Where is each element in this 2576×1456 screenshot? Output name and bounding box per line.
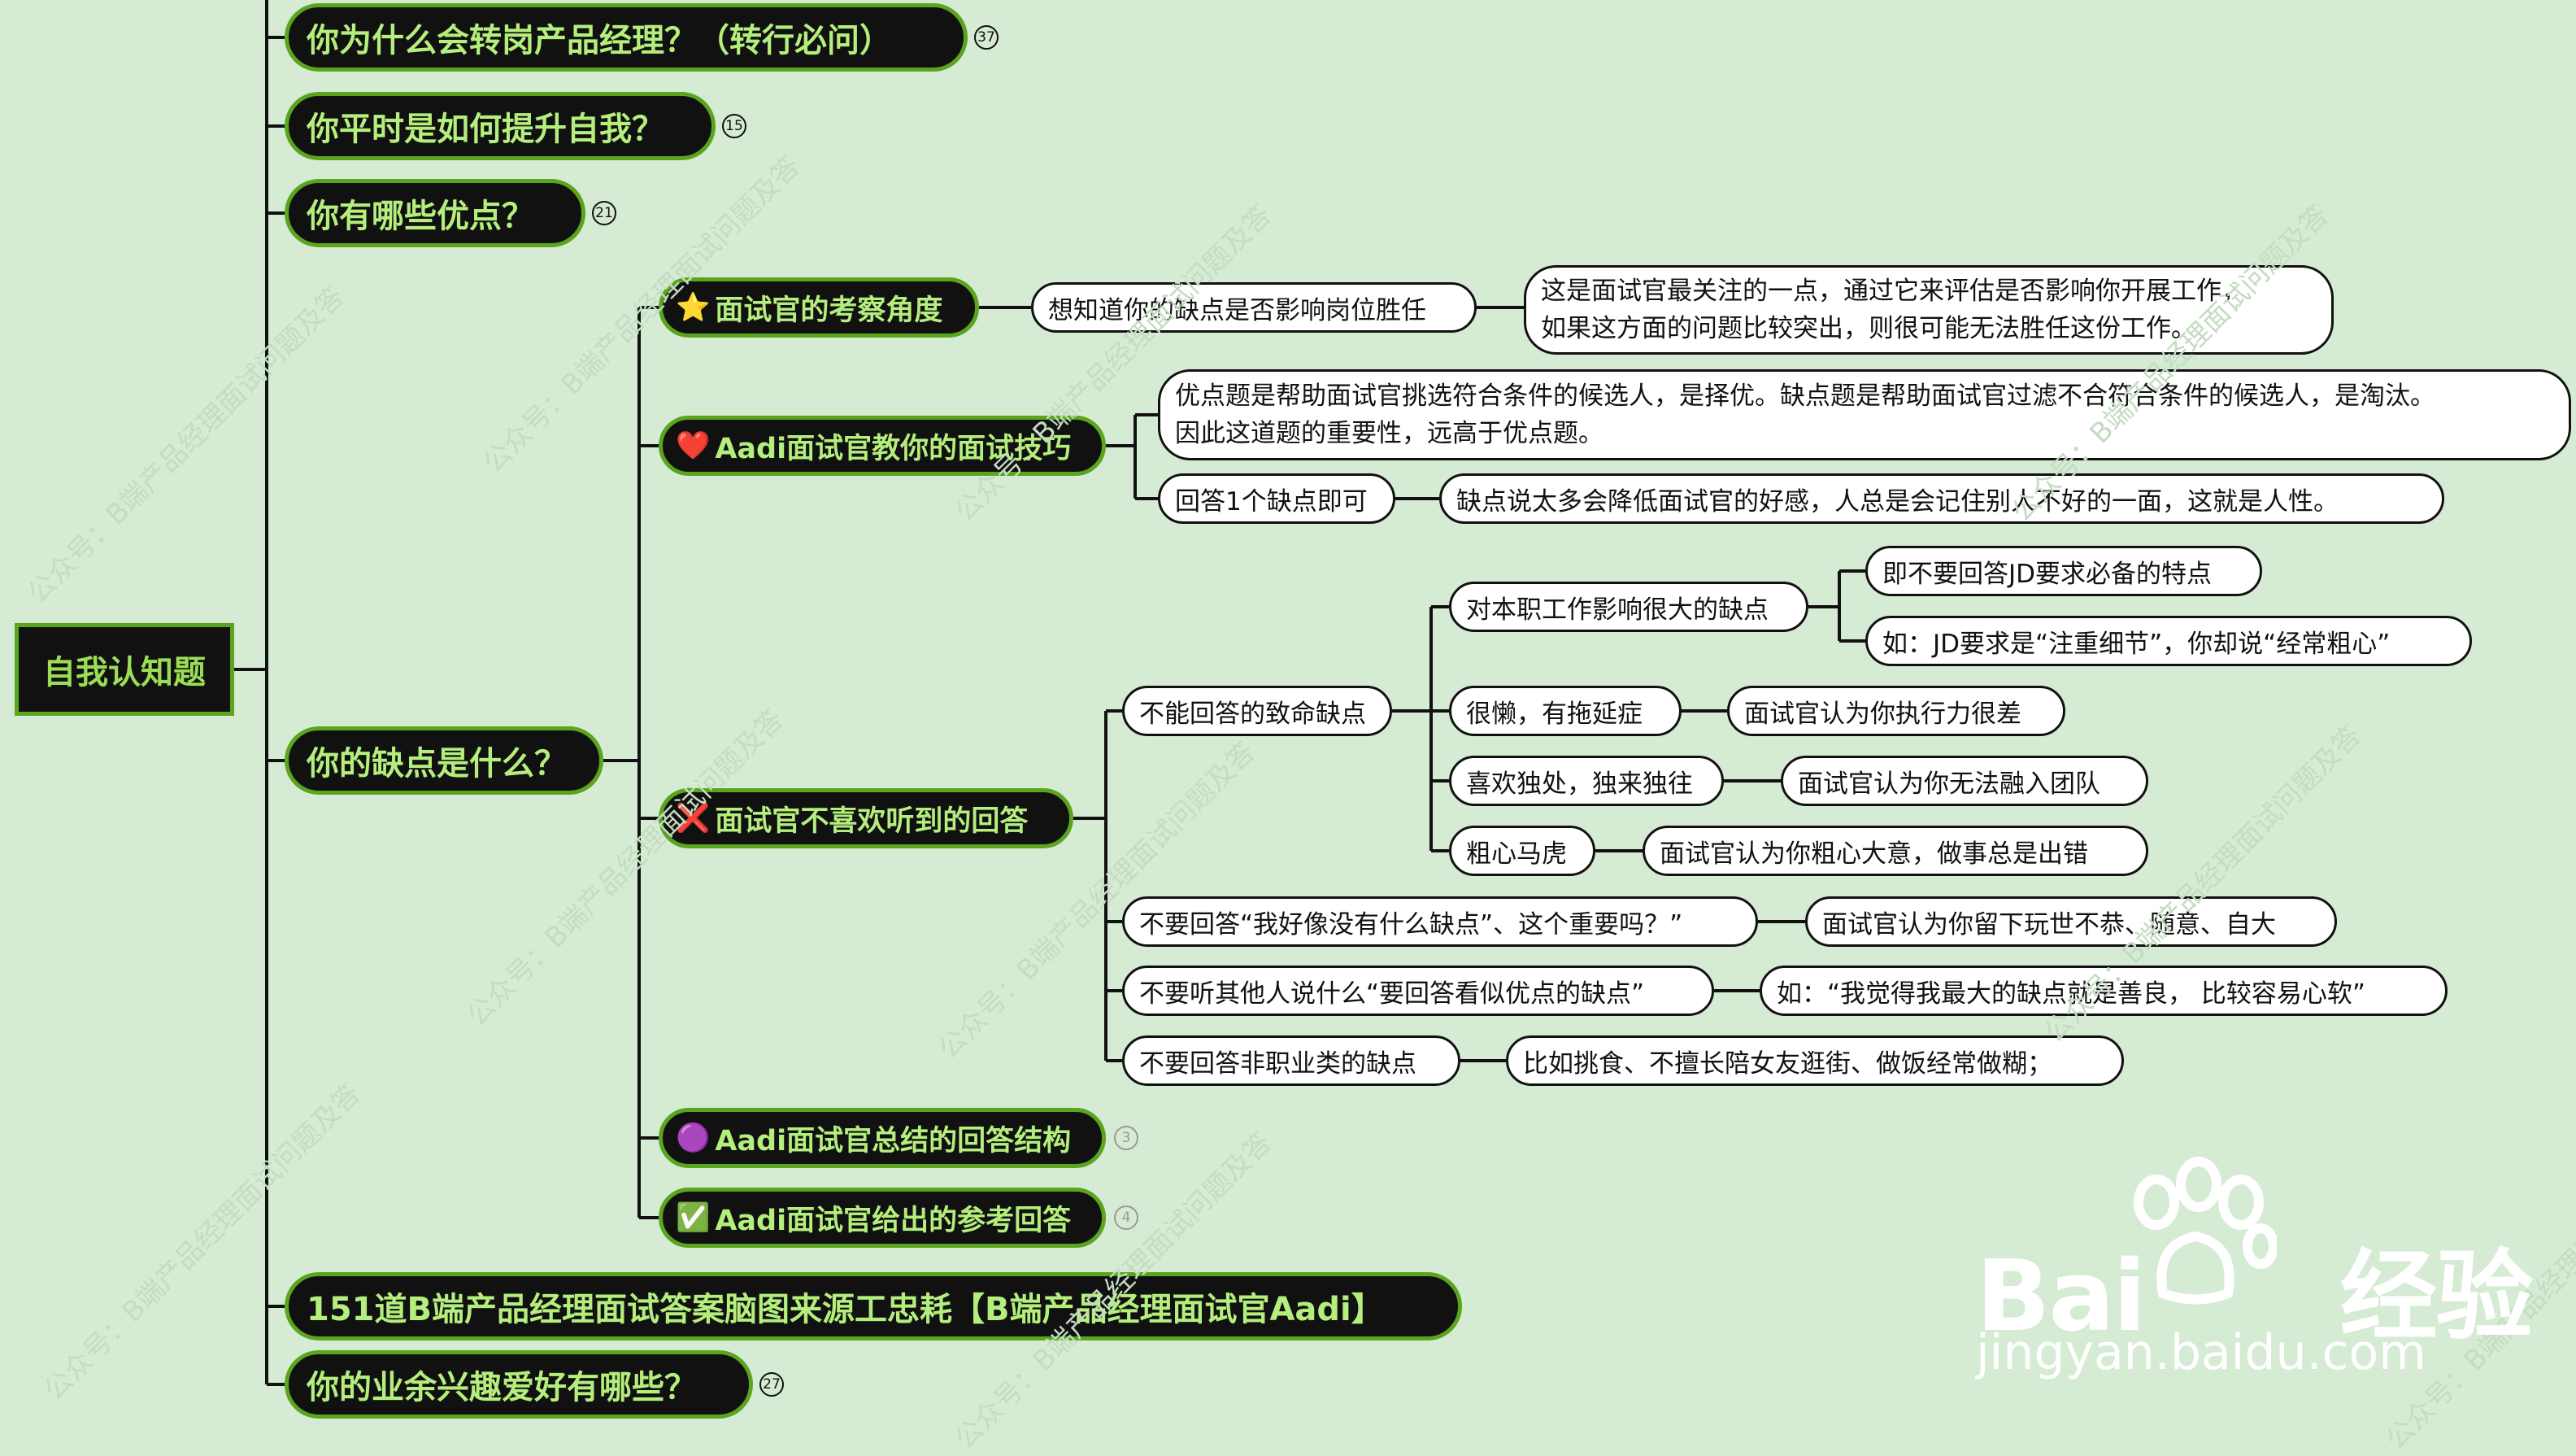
star-icon: ⭐ [676, 291, 711, 324]
count-badge-self-improve[interactable]: 15 [722, 114, 746, 138]
branch-source-label: 151道B端产品经理面试答案脑图来源工忠耗【B端产品经理面试官Aadi】 [307, 1291, 1384, 1328]
purple-circle-icon: 🟣 [676, 1122, 711, 1154]
branch-strengths[interactable]: 你有哪些优点？ [285, 179, 585, 247]
branch-why-pm[interactable]: 你为什么会转岗产品经理？（转行必问） [285, 3, 968, 72]
branch-source[interactable]: 151道B端产品经理面试答案脑图来源工忠耗【B端产品经理面试官Aadi】 [285, 1272, 1462, 1340]
angle-detail-line2: 如果这方面的问题比较突出，则很可能无法胜任这份工作。 [1541, 314, 2196, 343]
node-interview-tips-label: Aadi面试官教你的面试技巧 [715, 432, 1072, 465]
branch-strengths-label: 你有哪些优点？ [307, 198, 534, 235]
node-interview-tips[interactable]: ❤️Aadi面试官教你的面试技巧 [659, 416, 1106, 476]
branch-weakness[interactable]: 你的缺点是什么？ [285, 726, 603, 795]
node-disliked-answers-label: 面试官不喜欢听到的回答 [715, 804, 1029, 838]
fatal-careless-label: 粗心马虎 [1466, 839, 1567, 869]
node-answer-structure[interactable]: 🟣Aadi面试官总结的回答结构 [659, 1108, 1106, 1168]
tips-one-weakness[interactable]: 回答1个缺点即可 [1158, 473, 1395, 524]
root-node[interactable]: 自我认知题 [15, 623, 234, 716]
paw-logo-icon [2134, 1157, 2277, 1305]
node-reference-answer-label: Aadi面试官给出的参考回答 [715, 1204, 1072, 1237]
count-badge-strengths[interactable]: 21 [592, 201, 616, 225]
virtue-weakness-answer-detail[interactable]: 如：“我觉得我最大的缺点就是善良， 比较容易心软” [1760, 966, 2448, 1016]
no-weakness-answer[interactable]: 不要回答“我好像没有什么缺点”、这个重要吗？” [1122, 896, 1758, 947]
baidu-brand-cn: 经验 [2339, 1240, 2534, 1354]
fatal-lazy-detail-label: 面试官认为你执行力很差 [1744, 699, 2021, 729]
fatal-job-impact[interactable]: 对本职工作影响很大的缺点 [1449, 582, 1808, 632]
node-answer-structure-label: Aadi面试官总结的回答结构 [715, 1124, 1072, 1157]
non-work-weakness-label: 不要回答非职业类的缺点 [1139, 1048, 1416, 1079]
node-disliked-answers[interactable]: ❌面试官不喜欢听到的回答 [659, 788, 1073, 848]
fatal-careless-detail[interactable]: 面试官认为你粗心大意，做事总是出错 [1643, 826, 2148, 876]
fatal-weakness-label: 不能回答的致命缺点 [1139, 699, 1366, 729]
fatal-loner-label: 喜欢独处，独来独往 [1466, 769, 1693, 799]
fatal-job-impact-a[interactable]: 即不要回答JD要求必备的特点 [1865, 546, 2262, 596]
fatal-loner[interactable]: 喜欢独处，独来独往 [1449, 756, 1724, 806]
baidu-url: jingyan.baidu.com [1976, 1324, 2426, 1381]
no-weakness-answer-detail[interactable]: 面试官认为你留下玩世不恭、随意、自大 [1805, 896, 2337, 947]
fatal-lazy-label: 很懒，有拖延症 [1466, 699, 1643, 729]
non-work-weakness[interactable]: 不要回答非职业类的缺点 [1122, 1035, 1460, 1086]
angle-child[interactable]: 想知道你的缺点是否影响岗位胜任 [1031, 282, 1477, 333]
branch-hobbies-label: 你的业余兴趣爱好有哪些？ [307, 1369, 697, 1406]
branch-self-improve-label: 你平时是如何提升自我？ [307, 111, 664, 148]
fatal-careless[interactable]: 粗心马虎 [1449, 826, 1595, 876]
tips-one-weakness-label: 回答1个缺点即可 [1175, 486, 1368, 517]
branch-hobbies[interactable]: 你的业余兴趣爱好有哪些？ [285, 1350, 753, 1419]
virtue-weakness-answer-detail-label: 如：“我觉得我最大的缺点就是善良， 比较容易心软” [1777, 979, 2365, 1009]
tips-one-weakness-detail-label: 缺点说太多会降低面试官的好感，人总是会记住别人不好的一面，这就是人性。 [1456, 486, 2339, 517]
baidu-brand-text: Bai 经验 [1976, 1217, 2534, 1358]
count-badge-answer-structure[interactable]: 3 [1114, 1126, 1138, 1150]
node-reference-answer[interactable]: ✅Aadi面试官给出的参考回答 [659, 1188, 1106, 1248]
node-interview-angle-label: 面试官的考察角度 [715, 294, 943, 327]
cross-icon: ❌ [676, 802, 711, 835]
fatal-lazy-detail[interactable]: 面试官认为你执行力很差 [1727, 686, 2065, 736]
fatal-loner-detail[interactable]: 面试官认为你无法融入团队 [1781, 756, 2148, 806]
baidu-brand-latin: Bai [1976, 1240, 2147, 1354]
heart-icon: ❤️ [676, 429, 711, 462]
fatal-loner-detail-label: 面试官认为你无法融入团队 [1798, 769, 2100, 799]
check-icon: ✅ [676, 1201, 711, 1234]
no-weakness-answer-detail-label: 面试官认为你留下玩世不恭、随意、自大 [1822, 909, 2276, 939]
fatal-job-impact-b[interactable]: 如：JD要求是“注重细节”，你却说“经常粗心” [1865, 616, 2472, 666]
fatal-job-impact-a-label: 即不要回答JD要求必备的特点 [1882, 559, 2213, 589]
branch-weakness-label: 你的缺点是什么？ [307, 745, 567, 782]
tips-detail-line2: 因此这道题的重要性，远高于优点题。 [1175, 419, 1603, 448]
non-work-weakness-detail-label: 比如挑食、不擅长陪女友逛街、做饭经常做糊； [1523, 1048, 2052, 1079]
fatal-job-impact-label: 对本职工作影响很大的缺点 [1466, 595, 1769, 625]
tips-detail[interactable]: 优点题是帮助面试官挑选符合条件的候选人，是择优。缺点题是帮助面试官过滤不合符合条… [1158, 369, 2571, 460]
virtue-weakness-answer-label: 不要听其他人说什么“要回答看似优点的缺点” [1139, 979, 1645, 1009]
non-work-weakness-detail[interactable]: 比如挑食、不擅长陪女友逛街、做饭经常做糊； [1506, 1035, 2124, 1086]
angle-detail[interactable]: 这是面试官最关注的一点，通过它来评估是否影响你开展工作， 如果这方面的问题比较突出… [1524, 265, 2334, 355]
tips-detail-line1: 优点题是帮助面试官挑选符合条件的候选人，是择优。缺点题是帮助面试官过滤不合符合条… [1175, 381, 2435, 411]
virtue-weakness-answer[interactable]: 不要听其他人说什么“要回答看似优点的缺点” [1122, 966, 1714, 1016]
node-interview-angle[interactable]: ⭐面试官的考察角度 [659, 277, 979, 338]
fatal-lazy[interactable]: 很懒，有拖延症 [1449, 686, 1682, 736]
no-weakness-answer-label: 不要回答“我好像没有什么缺点”、这个重要吗？” [1139, 909, 1683, 939]
angle-child-label: 想知道你的缺点是否影响岗位胜任 [1048, 295, 1426, 325]
count-badge-why-pm[interactable]: 37 [974, 25, 999, 50]
count-badge-reference-answer[interactable]: 4 [1114, 1205, 1138, 1230]
tips-one-weakness-detail[interactable]: 缺点说太多会降低面试官的好感，人总是会记住别人不好的一面，这就是人性。 [1439, 473, 2444, 524]
branch-self-improve[interactable]: 你平时是如何提升自我？ [285, 92, 716, 160]
branch-why-pm-label: 你为什么会转岗产品经理？（转行必问） [307, 22, 892, 59]
fatal-weakness[interactable]: 不能回答的致命缺点 [1122, 686, 1392, 736]
count-badge-hobbies[interactable]: 27 [759, 1372, 784, 1397]
fatal-job-impact-b-label: 如：JD要求是“注重细节”，你却说“经常粗心” [1882, 629, 2391, 659]
fatal-careless-detail-label: 面试官认为你粗心大意，做事总是出错 [1660, 839, 2088, 869]
angle-detail-line1: 这是面试官最关注的一点，通过它来评估是否影响你开展工作， [1541, 277, 2247, 306]
root-label: 自我认知题 [43, 654, 206, 691]
